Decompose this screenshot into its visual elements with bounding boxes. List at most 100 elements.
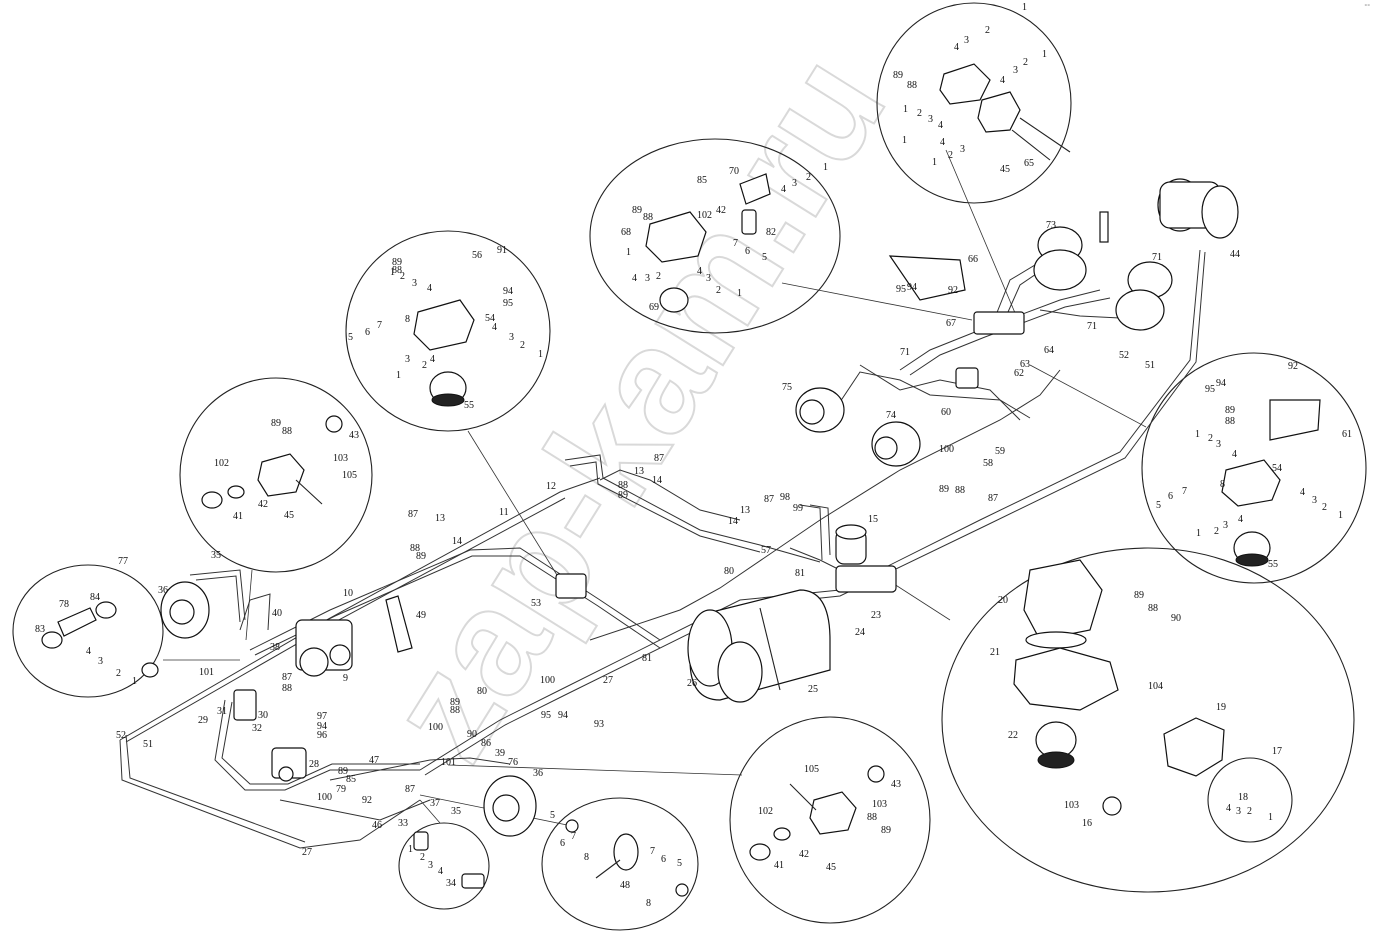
part-33 (413, 831, 485, 889)
part-label: 2 (1208, 433, 1213, 444)
part-label: 98 (780, 492, 790, 503)
part-label: 6 (365, 327, 370, 338)
part-label: 31 (217, 706, 227, 717)
part-label: 33 (398, 818, 408, 829)
part-label: 21 (990, 647, 1000, 658)
part-label: 2 (116, 668, 121, 679)
part-label: 99 (793, 503, 803, 514)
part-label: 59 (995, 446, 1005, 457)
part-label: 43 (891, 779, 901, 790)
part-label: 1 (1338, 510, 1343, 521)
part-label: 4 (940, 137, 945, 148)
part-label: 81 (795, 568, 805, 579)
part-label: 2 (400, 271, 405, 282)
part-label: 92 (1288, 361, 1298, 372)
part-label: 91 (497, 245, 507, 256)
valve-28 (271, 747, 307, 782)
part-label: 55 (1268, 559, 1278, 570)
part-label: 6 (661, 854, 666, 865)
part-label: 8 (646, 898, 651, 909)
part-label: 93 (594, 719, 604, 730)
part-label: 1 (626, 247, 631, 258)
part-label: 86 (481, 738, 491, 749)
part-label: 4 (632, 273, 637, 284)
part-label: 88 (1225, 416, 1235, 427)
part-label: 82 (766, 227, 776, 238)
part-label: 2 (420, 852, 425, 863)
part-label: 3 (98, 656, 103, 667)
part-label: 13 (435, 513, 445, 524)
part-label: 3 (1013, 65, 1018, 76)
part-label: 7 (733, 238, 738, 249)
dryer-body-21 (1013, 647, 1119, 711)
part-label: 3 (412, 278, 417, 289)
part-label: 13 (740, 505, 750, 516)
part-label: 1 (1042, 49, 1047, 60)
detail-circle-valve-54-right (1141, 352, 1367, 584)
part-label: 3 (792, 178, 797, 189)
part-label: 2 (422, 360, 427, 371)
part-label: 16 (1082, 818, 1092, 829)
part-label: 52 (1119, 350, 1129, 361)
part-label: 4 (1300, 487, 1305, 498)
part-label: 61 (1342, 429, 1352, 440)
part-label: 41 (774, 860, 784, 871)
part-label: 96 (317, 730, 327, 741)
part-label: 1 (132, 676, 137, 687)
part-label: 74 (886, 410, 896, 421)
part-label: 1 (902, 135, 907, 146)
callout-circles (12, 2, 1367, 931)
part-label: 44 (1230, 249, 1240, 260)
part-label: 7 (1182, 486, 1187, 497)
part-label: 88 (450, 705, 460, 716)
part-label: 30 (258, 710, 268, 721)
brake-chamber-36-bottom (483, 775, 537, 837)
part-label: 94 (907, 282, 917, 293)
part-label: 64 (1044, 345, 1054, 356)
part-label: 89 (893, 70, 903, 81)
part-label: 55 (464, 400, 474, 411)
part-label: 6 (1168, 491, 1173, 502)
part-label: 78 (59, 599, 69, 610)
part-label: 1 (390, 267, 395, 278)
fitting-16 (1102, 796, 1122, 816)
part-label: 2 (1214, 526, 1219, 537)
part-label: 3 (960, 144, 965, 155)
part-label: 51 (1145, 360, 1155, 371)
part-label: 38 (270, 642, 280, 653)
part-label: 2 (656, 271, 661, 282)
part-label: 3 (405, 354, 410, 365)
part-label: 4 (1232, 449, 1237, 460)
part-label: 89 (416, 551, 426, 562)
part-label: 4 (938, 120, 943, 131)
valve-68 (645, 173, 771, 313)
part-label: 73 (1046, 220, 1056, 231)
part-label: 45 (826, 862, 836, 873)
part-label: 22 (1008, 730, 1018, 741)
part-label: 4 (427, 283, 432, 294)
part-label: 47 (369, 755, 379, 766)
part-label: 90 (1171, 613, 1181, 624)
part-label: 85 (697, 175, 707, 186)
part-label: 4 (430, 354, 435, 365)
part-label: 37 (430, 798, 440, 809)
part-label: 69 (649, 302, 659, 313)
part-label: 3 (706, 273, 711, 284)
part-label: 43 (349, 430, 359, 441)
part-label: 89 (632, 205, 642, 216)
brake-chamber-74 (871, 421, 921, 467)
part-label: 36 (533, 768, 543, 779)
part-label: 95 (896, 284, 906, 295)
detail-circle-valve-68 (589, 138, 841, 334)
part-label: 101 (441, 757, 456, 768)
compressor-9 (295, 619, 353, 677)
part-label: 80 (724, 566, 734, 577)
part-label: 1 (1022, 2, 1027, 13)
part-label: 104 (1148, 681, 1163, 692)
part-label: 7 (571, 831, 576, 842)
filter-cartridge-20 (1023, 559, 1103, 649)
valve-53 (555, 573, 587, 599)
part-label: 94 (1216, 378, 1226, 389)
detail-circle-17 (1207, 757, 1293, 843)
